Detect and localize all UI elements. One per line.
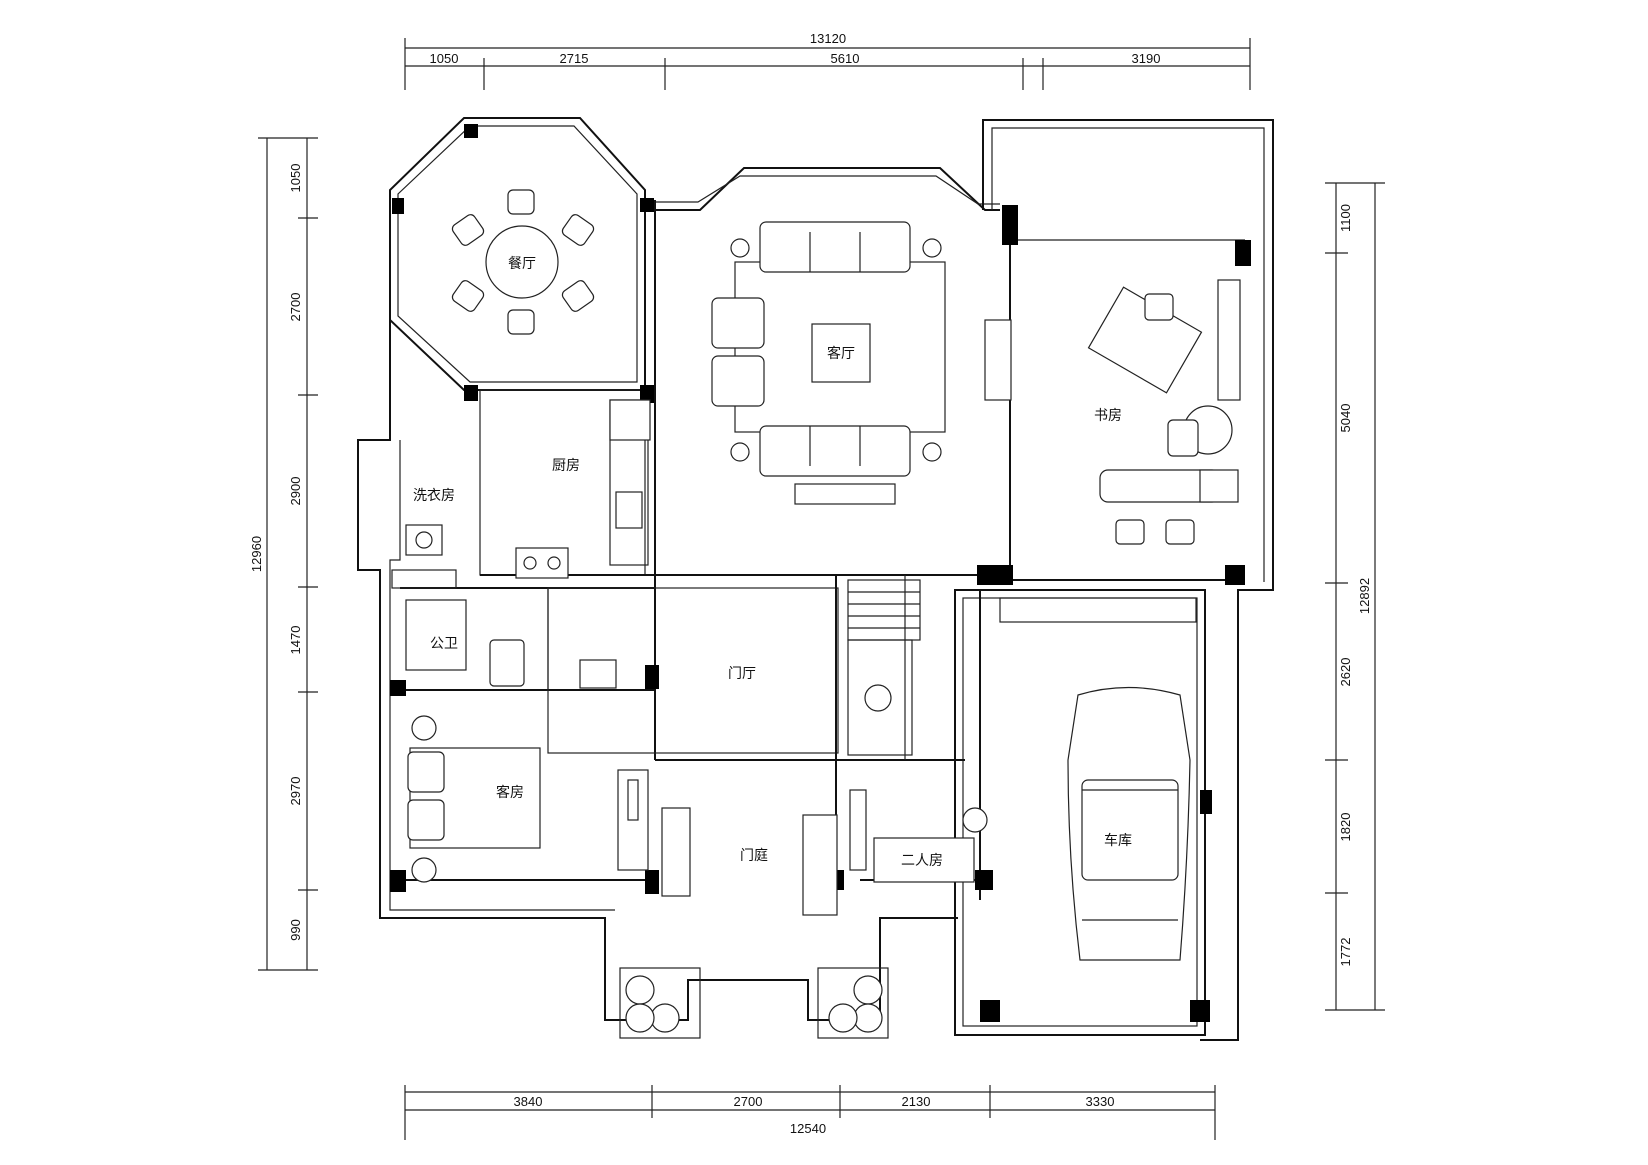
room-label-hall: 门厅 (728, 666, 756, 682)
dim-bottom-2: 2700 (734, 1094, 763, 1109)
dim-top-3: 5610 (831, 51, 860, 66)
dim-top-4: 3190 (1132, 51, 1161, 66)
living-furniture (711, 221, 1012, 505)
dim-bottom-total: 12540 (790, 1121, 826, 1136)
room-labels: 餐厅 客厅 书房 厨房 洗衣房 公卫 门厅 客房 门庭 二人房 车库 (413, 256, 1132, 869)
kitchen-fixtures (515, 399, 651, 579)
dim-left-2: 2700 (288, 293, 303, 322)
bath-fixtures (405, 599, 617, 689)
room-label-entry: 二人房 (901, 853, 943, 869)
dim-right-2: 5040 (1338, 404, 1353, 433)
dim-top-2: 2715 (560, 51, 589, 66)
dim-left-1: 1050 (288, 164, 303, 193)
room-label-kitchen: 厨房 (552, 458, 580, 474)
left-dimensions: 1050 2700 2900 1470 2970 990 12960 (249, 137, 318, 971)
dim-left-4: 1470 (288, 626, 303, 655)
study-furniture (1087, 279, 1241, 545)
room-label-bath: 公卫 (430, 636, 458, 652)
dim-left-5: 2970 (288, 777, 303, 806)
dim-right-4: 1820 (1338, 813, 1353, 842)
room-label-guest: 客房 (496, 784, 524, 801)
dim-right-3: 2620 (1338, 658, 1353, 687)
room-label-living: 客厅 (827, 345, 855, 362)
stairs (847, 579, 921, 756)
dim-left-3: 2900 (288, 477, 303, 506)
top-dimensions: 13120 1050 2715 5610 3190 (404, 31, 1251, 90)
structural-columns (390, 124, 1251, 1022)
room-label-dining: 餐厅 (508, 256, 536, 272)
dim-right-total: 12892 (1357, 578, 1372, 614)
dim-bottom-4: 3330 (1086, 1094, 1115, 1109)
dim-top-total: 13120 (810, 31, 846, 46)
dim-top-1: 1050 (430, 51, 459, 66)
exterior-walls (357, 117, 1274, 1041)
dim-bottom-1: 3840 (514, 1094, 543, 1109)
room-label-study: 书房 (1094, 408, 1122, 424)
dining-table (451, 189, 595, 335)
room-label-laundry: 洗衣房 (413, 488, 455, 504)
dim-right-5: 1772 (1338, 938, 1353, 967)
bottom-dimensions: 3840 2700 2130 3330 12540 (404, 1085, 1216, 1140)
porch-fixtures (619, 807, 889, 1039)
room-label-porch: 门庭 (740, 847, 768, 864)
guest-furniture (407, 715, 649, 883)
dim-left-6: 990 (288, 919, 303, 941)
laundry-fixtures (391, 524, 457, 589)
dim-left-total: 12960 (249, 536, 264, 572)
right-dimensions: 1100 5040 2620 1820 1772 12892 (1325, 182, 1385, 1011)
dim-right-1: 1100 (1338, 204, 1353, 232)
dim-bottom-3: 2130 (902, 1094, 931, 1109)
car (999, 597, 1197, 961)
entry-fixtures (849, 789, 988, 883)
room-label-garage: 车库 (1104, 832, 1132, 849)
